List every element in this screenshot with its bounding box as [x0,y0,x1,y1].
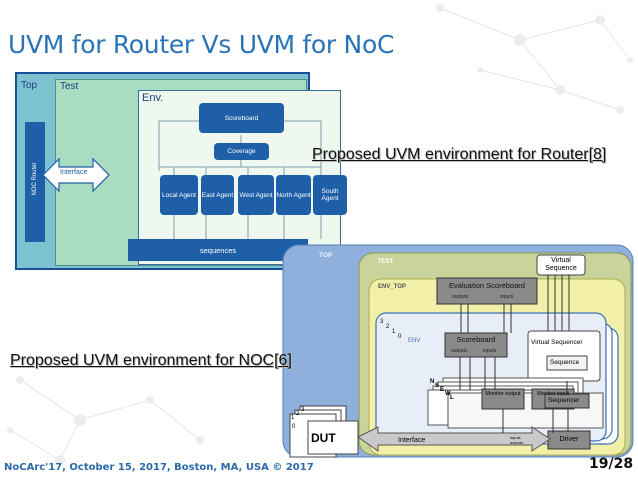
env-container: Env. [138,90,347,265]
noc-router-label: NOC Router [32,162,38,196]
agent-stack-letter: E [440,387,445,393]
noc-diagram-graphic [282,244,634,458]
monitor-input-block: Monitor input [537,391,569,397]
local-agent-block: Local Agent [160,175,198,215]
sequences-block: sequences [128,239,308,261]
interface-label: Interface [60,169,88,176]
router-caption: Proposed UVM environment for Router[8] [312,146,607,163]
sb-outputs-label: outputs [451,348,468,354]
eval-outputs-label: outputs [452,294,469,300]
env-stack-letter: 0 [398,334,402,340]
noc-scoreboard-block: Scoreboard [456,335,496,344]
noc-router-block: NOC Router [25,122,45,242]
env-connection-lines [158,120,322,239]
virtual-sequence-block: Virtual Sequence [545,257,577,272]
south-agent-block: South Agent [313,175,347,215]
noc-interface-label: Interface [398,437,426,444]
sequence-block: Sequence [550,359,580,366]
agent-stack-letter: W [445,391,451,397]
agent-stack-letter: N [430,379,435,385]
env-label: Env. [142,92,164,104]
virtual-sequencer-block: Virtual Sequencer [531,339,583,346]
north-agent-block: North Agent [276,175,311,215]
noc-env-label: ENV [408,338,421,344]
noc-env-top-label: ENV_TOP [378,284,406,290]
router-uvm-diagram: Top NOC Router Test Env. [15,72,347,270]
driver-block: Driver [559,436,579,443]
dut-block: DUT [311,431,336,445]
coverage-block: Coverage [214,143,269,160]
dut-stack-letter: 3 [301,407,305,413]
dut-stack-letter: 1 [291,415,295,421]
interface-inputs-outputs-tag: inputs outputs [510,435,524,445]
eval-inputs-label: inputs [500,294,514,300]
footer-conference: NoCArc'17, October 15, 2017, Boston, MA,… [4,462,314,473]
noc-uvm-diagram: TOP TEST ENV_TOP ENV Virtual Sequence Ev… [280,243,636,459]
agent-stack-letter: L [450,395,454,401]
top-label: Top [21,80,38,91]
evaluation-scoreboard-block: Evaluation Scoreboard [449,281,525,290]
slide-title: UVM for Router Vs UVM for NoC [8,30,395,59]
noc-top-label: TOP [319,252,333,259]
agent-stack-letter: S [435,383,440,389]
dut-stack-letter: 0 [292,424,296,430]
noc-caption: Proposed UVM environment for NOC[6] [10,352,292,369]
monitor-output-block: Monitor output [485,391,521,397]
env-stack-letter: 2 [386,324,390,330]
west-agent-block: West Agent [238,175,274,215]
scoreboard-block: Scoreboard [199,103,284,133]
east-agent-block: East Agent [201,175,234,215]
page-number: 19/28 [589,456,634,472]
test-label: Test [60,81,79,92]
interface-double-arrow [42,157,110,193]
sb-inputs-label: inputs [483,348,497,354]
noc-test-label: TEST [378,259,394,265]
env-stack-letter: 3 [380,319,384,325]
env-stack-letter: 1 [392,329,396,335]
sequencer-block: Sequencer [548,397,580,404]
dut-stack-letter: 2 [296,411,300,417]
